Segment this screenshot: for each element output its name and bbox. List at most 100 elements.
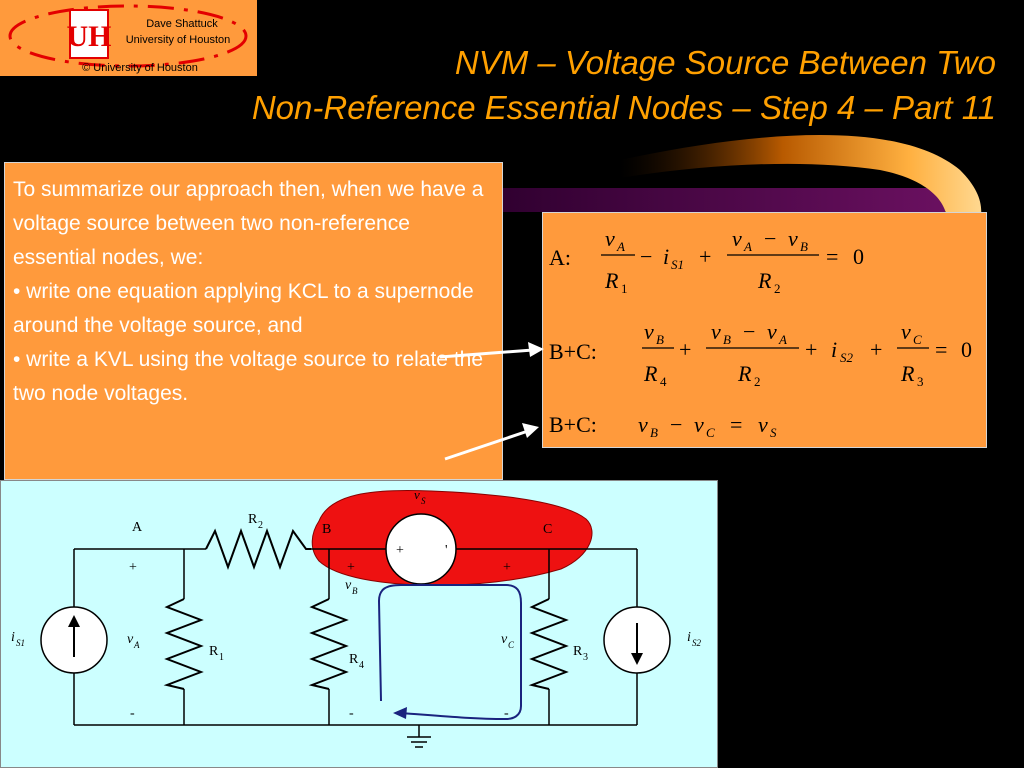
- circuit-diagram: + ' A B C R 2 R 1: [0, 480, 718, 768]
- voltage-source-vs: + ': [385, 513, 457, 585]
- summary-bullet-kvl: • write a KVL using the voltage source t…: [13, 348, 484, 405]
- logo-emblem: UH: [8, 4, 248, 68]
- slide-title-line-2: Non-Reference Essential Nodes – Step 4 –…: [251, 89, 996, 126]
- svg-text:4: 4: [660, 374, 667, 389]
- r3-label: R: [573, 644, 583, 659]
- svg-text:A: A: [133, 640, 140, 650]
- svg-text:−: −: [670, 412, 682, 437]
- eq-label-bc-kcl: B+C:: [549, 339, 597, 364]
- copyright-notice: © University of Houston: [82, 62, 198, 74]
- resistor-r2: [205, 528, 311, 570]
- equation-supernode-kcl: v B R 4 + v B − v A R 2 + i S2 + v C: [642, 319, 972, 389]
- university-logo-box: UH Dave Shattuck University of Houston ©…: [0, 0, 257, 76]
- va-minus: -: [130, 706, 135, 721]
- svg-text:B: B: [352, 586, 358, 596]
- svg-text:R: R: [643, 361, 658, 386]
- node-a-label: A: [132, 520, 143, 535]
- svg-text:A: A: [778, 332, 787, 347]
- svg-text:R: R: [604, 268, 619, 293]
- svg-text:v: v: [605, 226, 615, 251]
- equations-box: A: B+C: B+C: v A R 1 − i S1 + v A − v B …: [542, 212, 987, 448]
- node-b-label: B: [322, 522, 331, 537]
- r2-label: R: [248, 512, 258, 527]
- svg-text:v: v: [758, 412, 768, 437]
- svg-text:v: v: [788, 226, 798, 251]
- current-source-is1: [40, 606, 108, 674]
- svg-text:v: v: [711, 319, 721, 344]
- va-label: v: [127, 632, 134, 647]
- circuit-wires: [73, 548, 638, 737]
- svg-text:+: +: [699, 244, 711, 269]
- svg-text:0: 0: [961, 337, 972, 362]
- svg-text:i: i: [831, 337, 837, 362]
- svg-text:S1: S1: [671, 257, 684, 272]
- slide-title: NVM – Voltage Source Between Two Non-Ref…: [236, 40, 996, 130]
- svg-text:S1: S1: [16, 638, 25, 648]
- r4-label: R: [349, 652, 359, 667]
- va-plus: +: [129, 560, 137, 575]
- svg-text:A: A: [743, 239, 752, 254]
- svg-text:S2: S2: [840, 350, 854, 365]
- svg-text:B: B: [800, 239, 808, 254]
- svg-text:=: =: [730, 412, 742, 437]
- vc-plus: +: [503, 560, 511, 575]
- svg-text:B: B: [656, 332, 664, 347]
- author-name: Dave Shattuck: [146, 18, 218, 30]
- summary-intro: To summarize our approach then, when we …: [13, 178, 484, 269]
- resistor-r3: [528, 598, 569, 690]
- vb-minus: -: [349, 706, 354, 721]
- svg-text:+: +: [679, 337, 691, 362]
- equation-node-a: v A R 1 − i S1 + v A − v B R 2 = 0: [601, 226, 864, 296]
- svg-text:+: +: [805, 337, 817, 362]
- svg-text:v: v: [767, 319, 777, 344]
- summary-bullet-kcl: • write one equation applying KCL to a s…: [13, 280, 474, 337]
- svg-text:−: −: [640, 244, 652, 269]
- is1-label: i: [11, 630, 15, 645]
- summary-text-box: To summarize our approach then, when we …: [4, 162, 503, 480]
- svg-text:=: =: [826, 244, 838, 269]
- svg-text:1: 1: [621, 281, 628, 296]
- svg-text:v: v: [638, 412, 648, 437]
- svg-text:v: v: [644, 319, 654, 344]
- vb-label: v: [345, 578, 352, 593]
- svg-text:C: C: [508, 640, 515, 650]
- resistor-r4: [308, 598, 349, 690]
- svg-text:B: B: [650, 425, 658, 440]
- svg-text:A: A: [616, 239, 625, 254]
- resistor-r1: [163, 598, 204, 690]
- svg-text:v: v: [732, 226, 742, 251]
- svg-text:+: +: [396, 543, 404, 558]
- svg-text:i: i: [663, 244, 669, 269]
- is2-label: i: [687, 630, 691, 645]
- svg-text:v: v: [901, 319, 911, 344]
- svg-text:C: C: [706, 425, 715, 440]
- svg-text:S2: S2: [692, 638, 702, 648]
- svg-text:S: S: [421, 496, 426, 506]
- eq-label-bc-kvl: B+C:: [549, 412, 597, 437]
- svg-text:v: v: [694, 412, 704, 437]
- svg-text:S: S: [770, 425, 777, 440]
- svg-text:': ': [445, 543, 448, 558]
- current-source-is2: [603, 606, 671, 674]
- svg-text:3: 3: [917, 374, 924, 389]
- vc-label: v: [501, 632, 508, 647]
- svg-text:R: R: [737, 361, 752, 386]
- svg-text:4: 4: [359, 660, 364, 671]
- svg-text:−: −: [743, 319, 755, 344]
- eq-label-a: A:: [549, 245, 571, 270]
- equation-supernode-kvl: v B − v C = v S: [638, 412, 777, 440]
- svg-text:2: 2: [754, 374, 761, 389]
- vs-label: v: [414, 487, 420, 502]
- r1-label: R: [209, 644, 219, 659]
- svg-text:+: +: [870, 337, 882, 362]
- ground-symbol: [407, 736, 431, 748]
- node-c-label: C: [543, 522, 552, 537]
- svg-text:0: 0: [853, 244, 864, 269]
- slide-title-line-1: NVM – Voltage Source Between Two: [454, 44, 996, 81]
- university-name: University of Houston: [125, 34, 231, 46]
- uh-emblem-letters: UH: [67, 20, 112, 53]
- svg-text:C: C: [913, 332, 922, 347]
- svg-text:B: B: [723, 332, 731, 347]
- kvl-loop-arrow: [377, 584, 522, 721]
